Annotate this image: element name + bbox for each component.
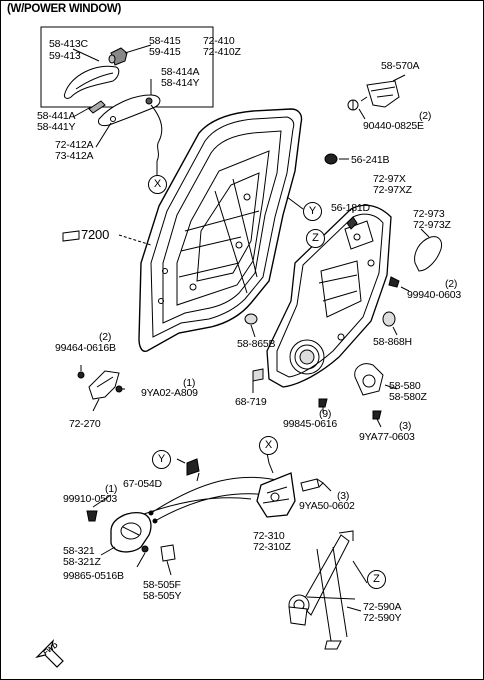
part-99910-0503: 99910-0503 (63, 493, 118, 505)
handle-gasket (88, 100, 106, 114)
part-58-441y: 58-441Y (37, 121, 76, 133)
part-58-321z: 58-321Z (63, 556, 101, 568)
qty-99910: (1) (105, 483, 118, 495)
part-90440-0825e: 90440-0825E (363, 120, 424, 132)
part-56-181d: 56-181D (331, 202, 370, 214)
pointer-hand (62, 230, 80, 242)
part-59-413: 59-413 (49, 50, 81, 62)
part-56-241b: 56-241B (351, 154, 390, 166)
part-58-415: 58-415 (149, 35, 181, 47)
part-72-310z: 72-310Z (253, 541, 291, 553)
callout-z-regulator: Z (367, 570, 386, 589)
part-58-570a: 58-570A (381, 60, 420, 72)
door-shell (138, 108, 303, 352)
part-58-413c: 58-413C (49, 38, 88, 50)
qty-90440: (2) (419, 110, 432, 122)
part-59-415: 59-415 (149, 46, 181, 58)
part-58-580: 58-580 (389, 380, 421, 392)
part-72-590y: 72-590Y (363, 612, 402, 624)
part-72-973z: 72-973Z (413, 219, 451, 231)
part-9ya77-0603: 9YA77-0603 (359, 431, 415, 443)
part-58-441a: 58-441A (37, 110, 76, 122)
part-58-865b: 58-865B (237, 338, 276, 350)
part-72-97x: 72-97X (373, 173, 406, 185)
part-58-414a: 58-414A (161, 66, 200, 78)
part-99845-0616: 99845-0616 (283, 418, 338, 430)
door-bracket-72-270 (88, 370, 120, 400)
window-regulator (300, 534, 350, 642)
part-72-97xz: 72-97XZ (373, 184, 412, 196)
qty-9ya50: (3) (337, 490, 350, 502)
handle-bracket (98, 94, 161, 127)
qty-99940: (2) (445, 278, 458, 290)
door-check (366, 80, 400, 108)
part-58-868h: 58-868H (373, 336, 412, 348)
callout-x-lock: X (259, 436, 278, 455)
door-module-panel (266, 204, 392, 388)
part-58-580z: 58-580Z (389, 391, 427, 403)
part-72-410: 72-410 (203, 35, 235, 47)
part-99865-0516b: 99865-0516B (63, 570, 124, 582)
fwd-arrow (35, 639, 64, 668)
door-lock (256, 472, 296, 518)
part-9ya02-a809: 9YA02-A809 (141, 387, 198, 399)
part-73-412a: 73-412A (55, 150, 94, 162)
qty-9ya77: (3) (399, 420, 412, 432)
qty-99464: (2) (99, 331, 112, 343)
part-99464-0616b: 99464-0616B (55, 342, 116, 354)
callout-y-door: Y (303, 202, 322, 221)
handle-rod (150, 104, 163, 162)
callout-x-top: X (148, 175, 167, 194)
part-58-505f: 58-505F (143, 579, 181, 591)
part-67-054d: 67-054D (123, 478, 162, 490)
part-58-321: 58-321 (63, 545, 95, 557)
glass-cover (414, 236, 442, 272)
part-68-719: 68-719 (235, 396, 267, 408)
part-7200: 7200 (81, 227, 110, 242)
part-72-590a: 72-590A (363, 601, 402, 613)
part-9ya50-0602: 9YA50-0602 (299, 500, 355, 512)
part-72-410z: 72-410Z (203, 46, 241, 58)
part-72-310: 72-310 (253, 530, 285, 542)
callout-y-clip: Y (152, 450, 171, 469)
inner-handle (110, 512, 152, 553)
outside-handle (64, 65, 120, 99)
callout-z-door: Z (306, 229, 325, 248)
part-72-270: 72-270 (69, 418, 101, 430)
part-72-412a: 72-412A (55, 139, 94, 151)
qty-99845: (9) (319, 408, 332, 420)
part-58-414y: 58-414Y (161, 77, 200, 89)
qty-9ya02: (1) (183, 377, 196, 389)
page-title: (W/POWER WINDOW) (7, 3, 122, 15)
window-motor (354, 363, 384, 396)
part-99940-0603: 99940-0603 (407, 289, 462, 301)
grommet (324, 153, 338, 165)
part-58-505y: 58-505Y (143, 590, 182, 602)
part-72-973: 72-973 (413, 208, 445, 220)
